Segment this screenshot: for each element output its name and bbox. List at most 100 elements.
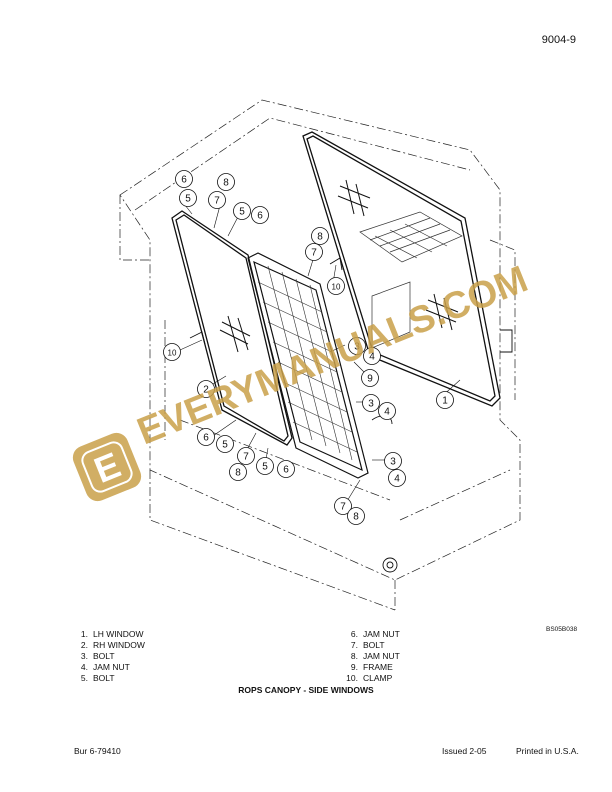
callout-balloon: 10 <box>327 277 345 295</box>
legend-item-label: JAM NUT <box>363 651 400 661</box>
callout-number: 4 <box>369 352 375 363</box>
callout-number: 3 <box>354 342 360 353</box>
callout-number: 4 <box>384 407 390 418</box>
callout-balloon: 3 <box>362 394 380 412</box>
callout-number: 1 <box>442 396 448 407</box>
callout-balloon: 4 <box>388 469 406 487</box>
legend-item: 7. BOLT <box>346 640 400 651</box>
legend-column-left: 1. LH WINDOW 2. RH WINDOW 3. BOLT 4. JAM NUT 5. B… <box>76 629 145 684</box>
lh-window-mark <box>337 179 459 331</box>
callout-number: 5 <box>239 207 245 218</box>
callout-balloon: 4 <box>363 347 381 365</box>
callout-number: 3 <box>390 457 396 468</box>
legend-item-label: RH WINDOW <box>93 640 145 650</box>
figure-code: BS05B038 <box>546 626 578 633</box>
callout-balloon: 5 <box>216 435 234 453</box>
callout-number: 6 <box>203 433 209 444</box>
callout-balloon: 1 <box>436 391 454 409</box>
legend-item: 8. JAM NUT <box>346 651 400 662</box>
legend-item: 6. JAM NUT <box>346 629 400 640</box>
frame-grid-cells <box>257 265 358 461</box>
legend-item-label: BOLT <box>363 640 385 650</box>
callout-number: 5 <box>185 194 191 205</box>
callout-balloon: 7 <box>237 447 255 465</box>
legend-item: 4. JAM NUT <box>76 662 145 673</box>
figure-caption: ROPS CANOPY - SIDE WINDOWS <box>238 685 374 695</box>
callout-balloon: 4 <box>378 402 396 420</box>
callout-balloon: 8 <box>311 227 329 245</box>
legend-item-number: 7. <box>350 640 358 650</box>
legend-item-label: JAM NUT <box>363 629 400 639</box>
legend-item: 1. LH WINDOW <box>76 629 145 640</box>
legend-item-number: 1. <box>80 629 88 639</box>
callout-balloon: 9 <box>361 369 379 387</box>
legend-item-label: FRAME <box>363 662 393 672</box>
legend-item: 5. BOLT <box>76 673 145 684</box>
legend-item-label: BOLT <box>93 651 115 661</box>
legend-item-label: BOLT <box>93 673 115 683</box>
legend-item-label: CLAMP <box>363 673 393 683</box>
callout-balloon: 6 <box>251 206 269 224</box>
callout-number: 8 <box>353 512 359 523</box>
callout-number: 4 <box>394 474 400 485</box>
everymanuals-watermark: E EVERYMANUALS.COM <box>72 258 534 502</box>
callout-number: 9 <box>367 374 373 385</box>
lh-window-background-grid <box>359 211 463 349</box>
legend-item: 10. CLAMP <box>346 673 400 684</box>
legend-item: 2. RH WINDOW <box>76 640 145 651</box>
callout-number: 2 <box>203 385 209 396</box>
legend-item-number: 2. <box>80 640 88 650</box>
callout-balloon: 5 <box>179 189 197 207</box>
callout-balloon: 2 <box>197 380 215 398</box>
callout-number: 5 <box>222 440 228 451</box>
footer-document-number: Bur 6-79410 <box>74 746 121 756</box>
callout-number: 8 <box>223 178 229 189</box>
legend-item: 9. FRAME <box>346 662 400 673</box>
callout-balloon: 10 <box>163 343 181 361</box>
callout-balloon: 5 <box>256 457 274 475</box>
legend-item-number: 6. <box>350 629 358 639</box>
callout-balloon: 7 <box>334 497 352 515</box>
legend-item-number: 10. <box>346 673 358 683</box>
legend-item-label: JAM NUT <box>93 662 130 672</box>
callout-balloon: 7 <box>305 243 323 261</box>
frame-grid <box>247 252 369 479</box>
footer-printed: Printed in U.S.A. <box>516 746 579 756</box>
callout-balloon: 6 <box>175 170 193 188</box>
callout-balloon: 3 <box>348 337 366 355</box>
legend-item-number: 5. <box>80 673 88 683</box>
callout-number: 6 <box>181 175 187 186</box>
callout-balloon: 8 <box>217 173 235 191</box>
callout-number: 8 <box>317 232 323 243</box>
rh-window-glass <box>171 210 293 446</box>
callout-number: 7 <box>214 196 220 207</box>
callout-number: 5 <box>262 462 268 473</box>
legend-item-number: 3. <box>80 651 88 661</box>
legend-item: 3. BOLT <box>76 651 145 662</box>
callout-number: 3 <box>368 399 374 410</box>
callout-balloon: 5 <box>233 202 251 220</box>
clamp-parts <box>189 257 513 573</box>
callout-number: 6 <box>283 465 289 476</box>
rh-window-mark <box>219 315 251 353</box>
callout-number: 6 <box>257 211 263 222</box>
callout-number: 7 <box>311 248 317 259</box>
callout-balloon: 7 <box>208 191 226 209</box>
legend-item-number: 4. <box>80 662 88 672</box>
callout-balloon: 6 <box>197 428 215 446</box>
callout-balloon: 3 <box>384 452 402 470</box>
legend-item-label: LH WINDOW <box>93 629 144 639</box>
callout-balloon: 8 <box>347 507 365 525</box>
callout-number: 8 <box>235 468 241 479</box>
callout-number: 7 <box>340 502 346 513</box>
callout-balloon: 8 <box>229 463 247 481</box>
footer-issued: Issued 2-05 <box>442 746 487 756</box>
legend-item-number: 8. <box>350 651 358 661</box>
callout-number: 7 <box>243 452 249 463</box>
callout-number: 10 <box>168 349 177 358</box>
legend-item-number: 9. <box>350 662 358 672</box>
legend-column-right: 6. JAM NUT 7. BOLT 8. JAM NUT 9. FRAME 10. CLAMP <box>346 629 400 684</box>
page-number: 9004-9 <box>541 34 576 46</box>
